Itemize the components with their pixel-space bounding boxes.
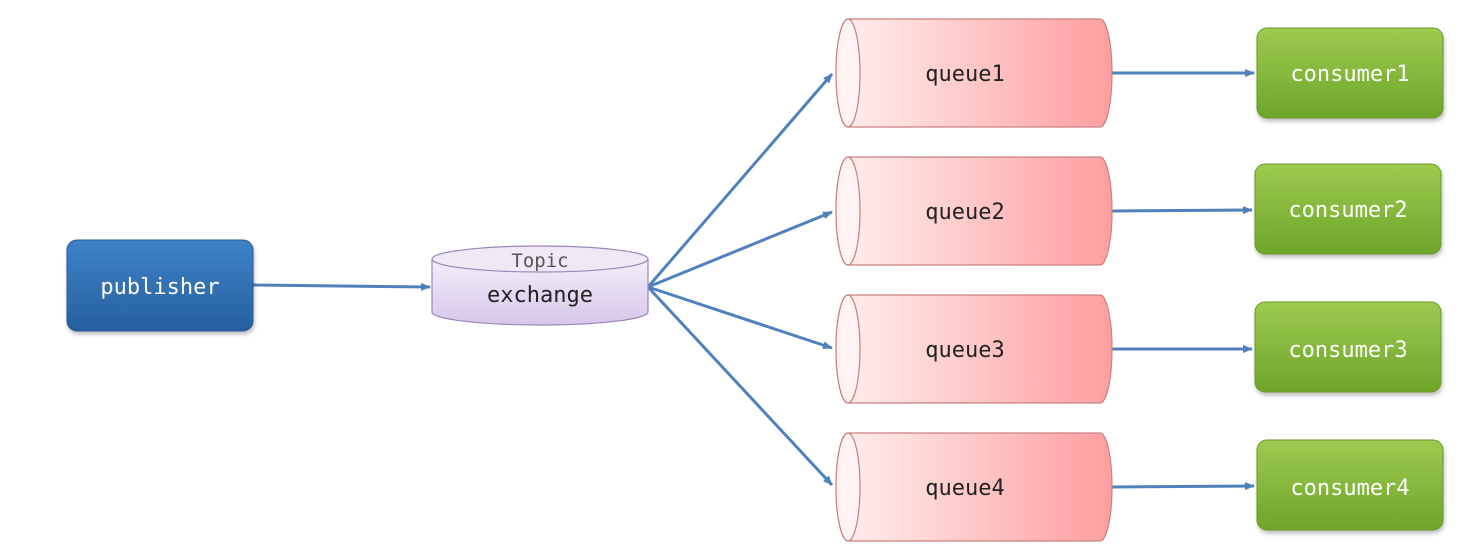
consumer-label: consumer2 bbox=[1288, 198, 1407, 223]
exchange-node bbox=[431, 245, 649, 326]
arrow-exchange-to-queue1 bbox=[646, 73, 834, 288]
consumer-node bbox=[1256, 27, 1444, 119]
consumer-node bbox=[1254, 163, 1442, 255]
queue-label: queue4 bbox=[925, 476, 1004, 501]
publisher-label: publisher bbox=[100, 275, 219, 300]
consumer-node bbox=[1254, 301, 1442, 393]
consumer-label: consumer1 bbox=[1290, 62, 1409, 87]
queue-label: queue2 bbox=[925, 200, 1004, 225]
arrow-exchange-to-queue4 bbox=[646, 285, 834, 487]
queue-node bbox=[835, 156, 1113, 266]
queue-node bbox=[835, 18, 1113, 128]
consumer-node bbox=[1256, 439, 1444, 531]
arrow-exchange-to-queue2 bbox=[647, 210, 833, 289]
arrows bbox=[252, 69, 1255, 491]
queue-label: queue1 bbox=[925, 62, 1004, 87]
arrow-exchange-to-queue3 bbox=[647, 285, 833, 350]
consumer-label: consumer4 bbox=[1290, 476, 1409, 501]
publisher-node bbox=[66, 239, 254, 332]
queue-label: queue3 bbox=[925, 338, 1004, 363]
arrow-publisher-to-exchange bbox=[252, 282, 431, 291]
queue-node bbox=[835, 294, 1113, 404]
queue-node bbox=[835, 432, 1113, 542]
exchange-type-label: Topic bbox=[511, 250, 568, 272]
exchange-label: exchange bbox=[487, 283, 593, 308]
arrow-queue2-to-consumer2 bbox=[1111, 206, 1253, 215]
arrow-queue4-to-consumer4 bbox=[1111, 482, 1255, 491]
consumer-label: consumer3 bbox=[1288, 338, 1407, 363]
